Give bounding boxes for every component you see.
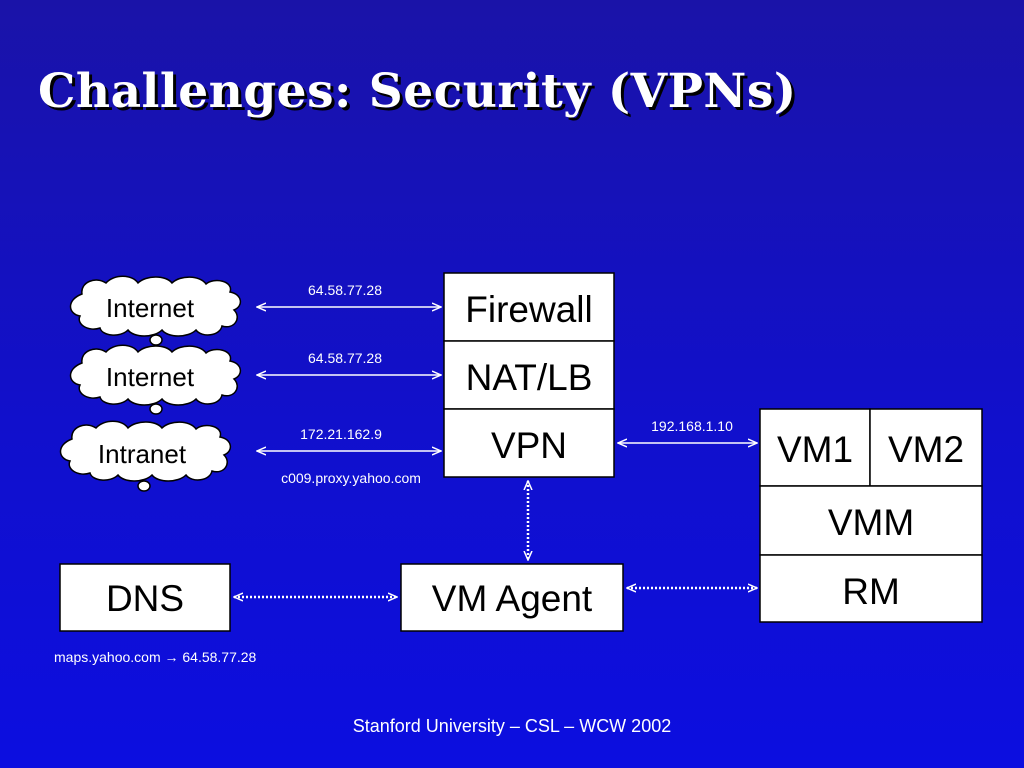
vm-ip-label: 192.168.1.10 [651,418,733,434]
vpn-box [443,408,615,478]
internet-cloud-1: Internet [69,275,242,346]
vpn-label: VPN [491,425,567,466]
nat-lb-box [443,340,615,410]
vm-agent-box [400,563,624,632]
internet-cloud-2-label: Internet [106,362,195,392]
dns-label: DNS [106,578,184,619]
slide-title: Challenges: Security (VPNs) [38,64,797,119]
vm1-label: VM1 [777,429,853,470]
intranet-proxy-label: c009.proxy.yahoo.com [281,470,421,486]
vm2-label: VM2 [888,429,964,470]
dns-box [59,563,231,632]
internet-2-ip-label: 64.58.77.28 [308,350,382,366]
vm-agent-label: VM Agent [432,578,593,619]
slide-footer: Stanford University – CSL – WCW 2002 [352,716,672,736]
intranet-cloud: Intranet [59,420,232,492]
rm-label: RM [842,571,900,612]
dns-mapping-label: maps.yahoo.com → 64.58.77.28 [54,649,257,665]
firewall-label: Firewall [465,289,592,330]
vmm-label: VMM [828,502,914,543]
firewall-box [443,272,615,342]
rm-box [759,554,983,623]
host-stack: VM1 VM2 VMM RM [759,408,983,623]
gateway-stack: Firewall NAT/LB VPN [443,272,615,478]
internet-1-ip-label: 64.58.77.28 [308,282,382,298]
internet-cloud-2: Internet [69,344,242,415]
intranet-ip-label: 172.21.162.9 [300,426,382,442]
nat-lb-label: NAT/LB [466,357,593,398]
intranet-cloud-label: Intranet [98,439,187,469]
internet-cloud-1-label: Internet [106,293,195,323]
